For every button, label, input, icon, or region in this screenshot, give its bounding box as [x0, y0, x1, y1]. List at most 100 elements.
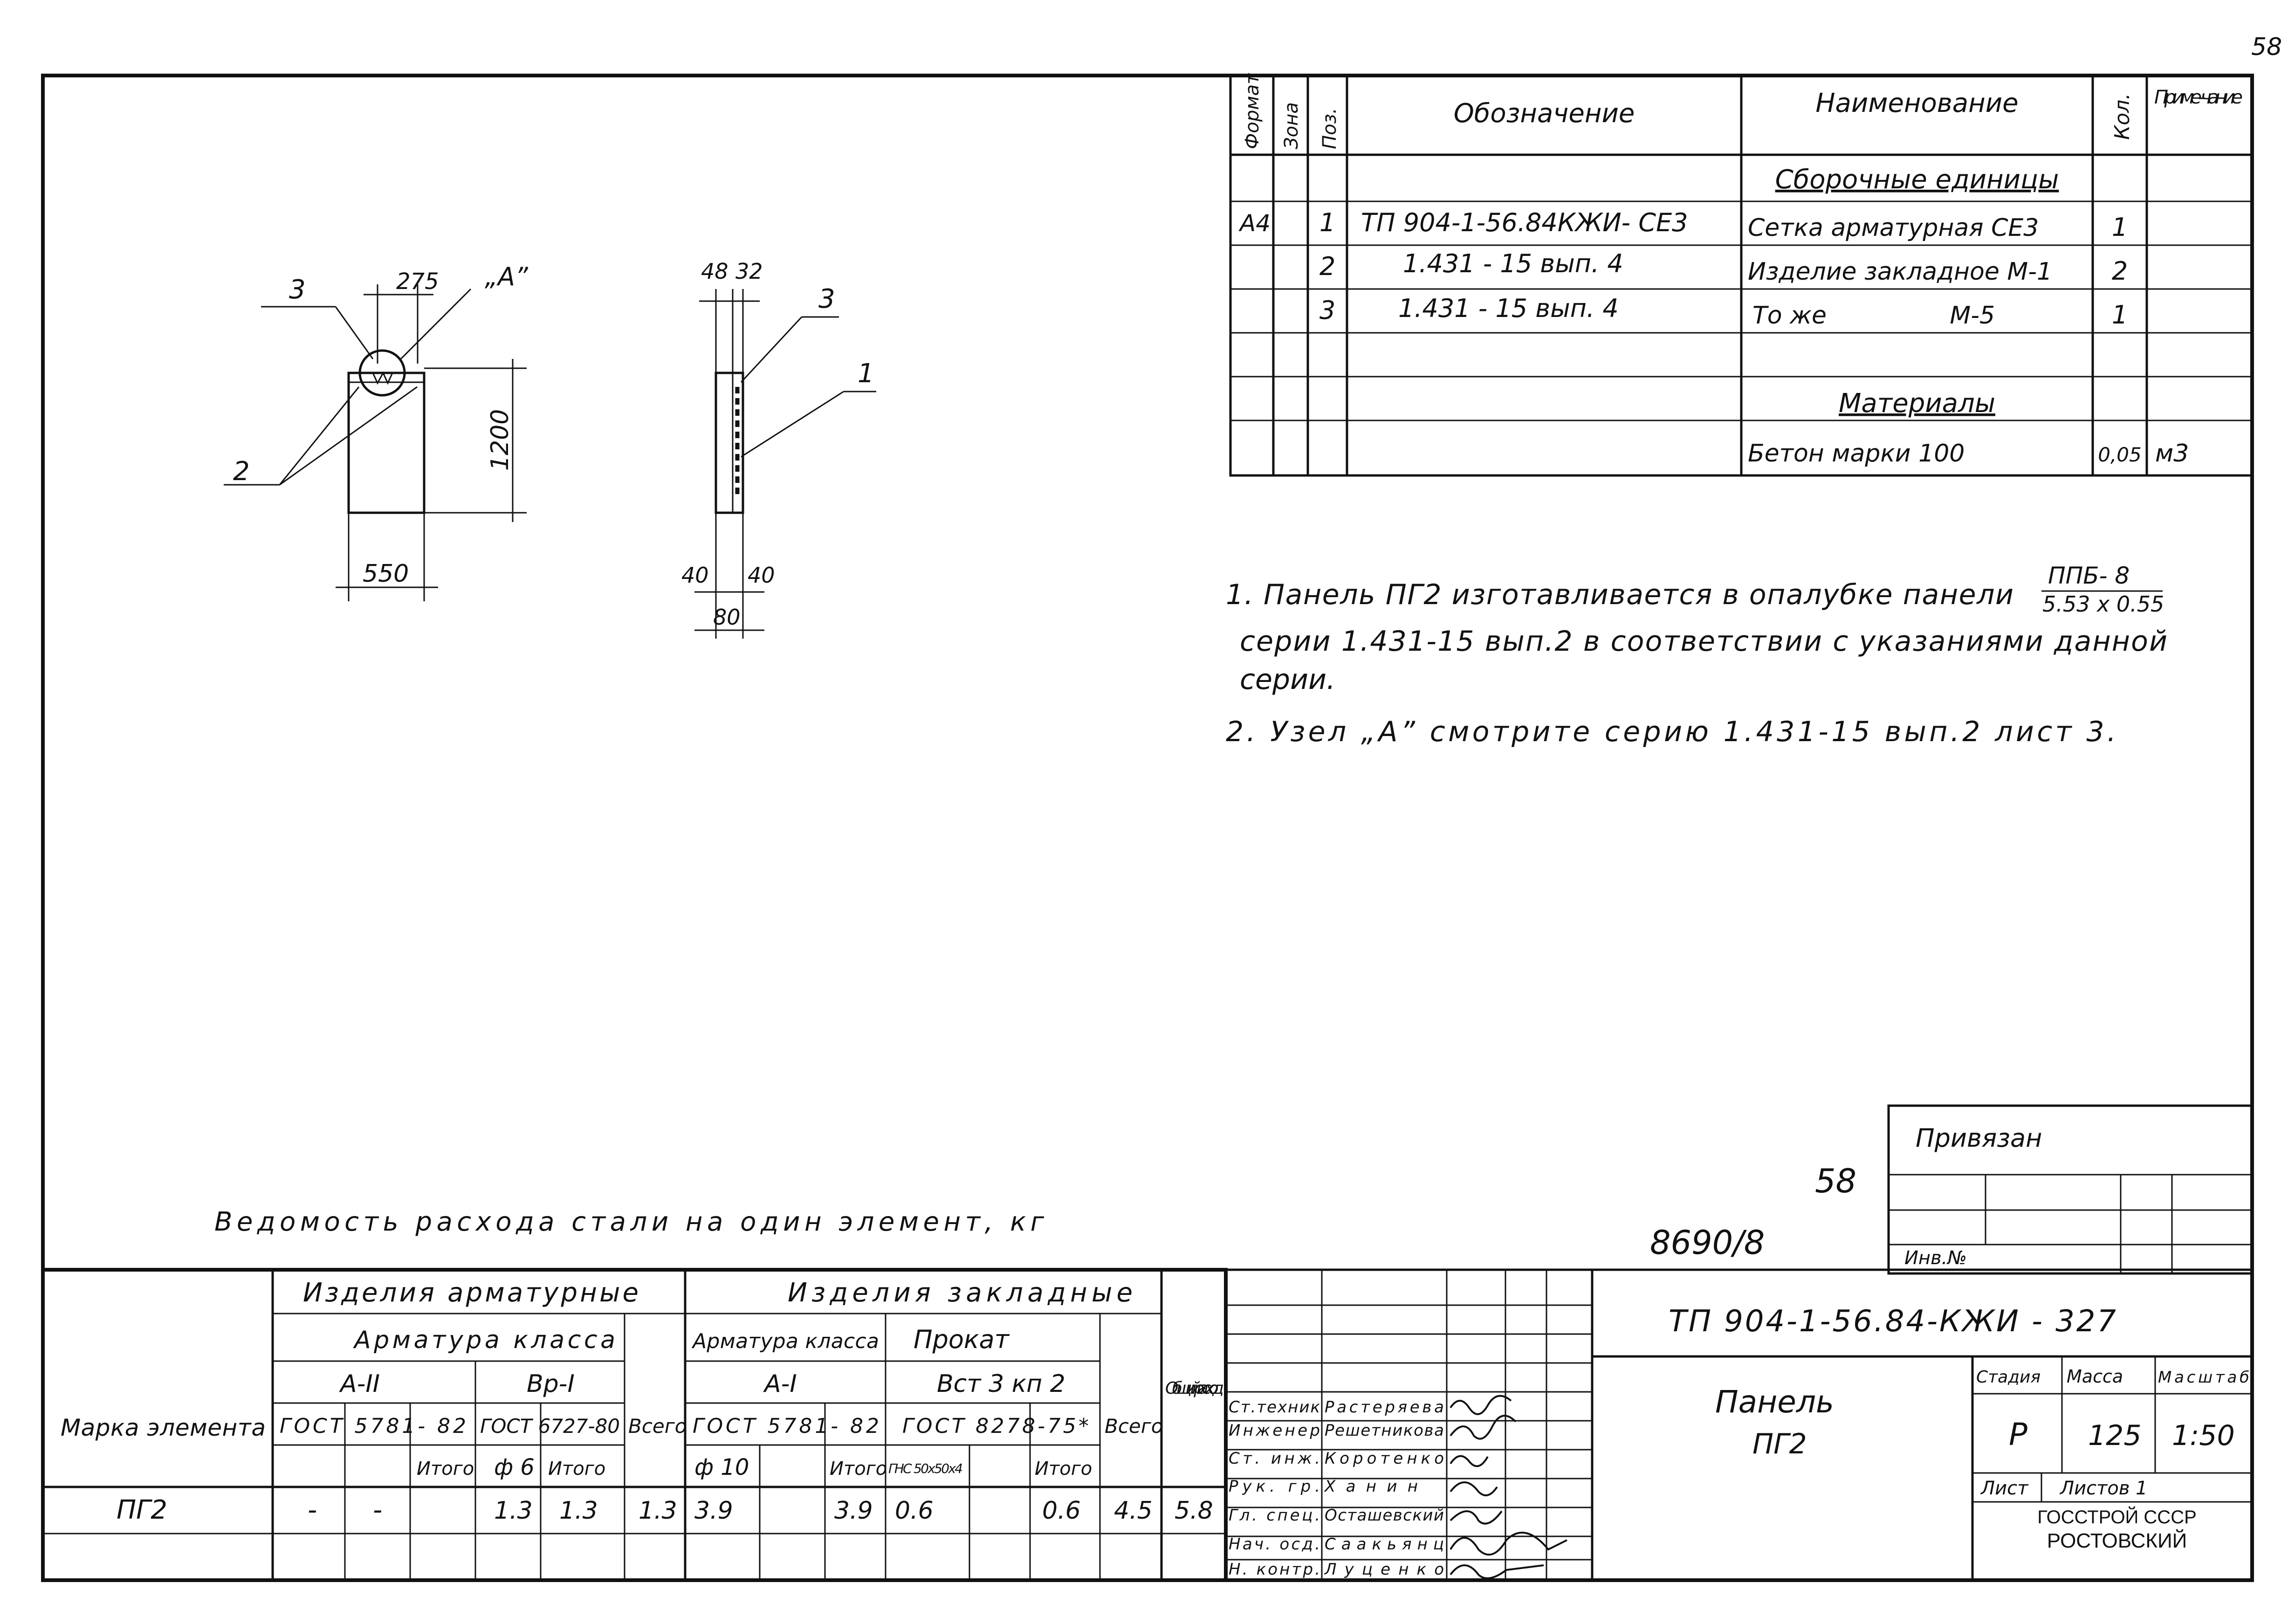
- header-note: Приме-чание: [2154, 87, 2243, 108]
- row1-format: А4: [1238, 210, 1271, 237]
- title-sheets-label: Листов 1: [2059, 1478, 2148, 1499]
- row1-pos: 1: [1319, 208, 1335, 237]
- sig-name-4: Ханин: [1324, 1477, 1418, 1496]
- stamp-58: 58: [1815, 1162, 1856, 1200]
- note-fraction-bottom: 5.53 x 0.55: [2042, 592, 2164, 617]
- steel-row-c10: 0.6: [895, 1497, 934, 1525]
- front-dim-1200: 1200: [486, 409, 514, 471]
- steel-gost8278: ГОСТ 8278-75*: [902, 1414, 1089, 1438]
- sig-role-1: Ст.техник: [1229, 1398, 1320, 1417]
- org-line-2: РОСТОВСКИЙ: [2047, 1528, 2187, 1552]
- steel-group-reinforcing: Изделия арматурные: [303, 1278, 639, 1308]
- steel-row-mark: ПГ2: [117, 1495, 167, 1525]
- page-number: 58: [2251, 33, 2282, 61]
- spec-table: Формат Зона Поз. Обозначение Наименовани…: [1229, 73, 2254, 477]
- steel-a2: А-II: [339, 1370, 380, 1398]
- steel-table: Марка элемента Изделия арматурные Армату…: [41, 1268, 1228, 1582]
- steel-group-embedded: Изделия закладные: [788, 1278, 1133, 1308]
- note-line-4: 2. Узел „А” смотрите серию 1.431-15 вып.…: [1226, 716, 2116, 748]
- steel-armatura-class-1: Арматура класса: [353, 1326, 615, 1354]
- steel-total-label: Общий расход: [1165, 1379, 1224, 1398]
- handwritten-signatures: [1450, 1395, 1567, 1579]
- org-line-1: ГОССТРОЙ СССР: [2037, 1506, 2197, 1528]
- steel-row-c12: 0.6: [1042, 1497, 1081, 1525]
- steel-row-c6: 1.3: [639, 1497, 677, 1525]
- sig-name-6: Саакьянц: [1325, 1535, 1444, 1554]
- steel-vsego-1: Всего: [628, 1415, 687, 1438]
- steel-gnc: ГНС 50х50х4: [888, 1461, 963, 1476]
- steel-itogo-1: Итого: [417, 1458, 474, 1479]
- general-notes: 1. Панель ПГ2 изготавливается в опалубке…: [1226, 562, 2167, 748]
- front-callout-2: 2: [233, 456, 250, 487]
- side-dim-48: 48: [701, 259, 728, 284]
- title-scale-label: Масштаб: [2158, 1368, 2249, 1387]
- row3-designation: 1.431 - 15 вып. 4: [1398, 294, 1619, 323]
- row1-name: Сетка арматурная СЕ3: [1748, 214, 2039, 242]
- sig-name-2: Решетникова: [1325, 1421, 1444, 1440]
- front-dim-550: 550: [363, 560, 409, 588]
- side-dim-80: 80: [713, 605, 741, 630]
- title-name-line-1: Панель: [1715, 1384, 1834, 1420]
- sig-role-4: Рук. гр.: [1229, 1477, 1320, 1496]
- title-block: ТП 904-1-56.84-КЖИ - 327 Панель ПГ2 Стад…: [1591, 1268, 2254, 1582]
- title-stage: Р: [2009, 1417, 2027, 1452]
- sig-role-6: Нач. осд.: [1229, 1535, 1320, 1554]
- sig-name-5: Осташевский: [1325, 1506, 1444, 1525]
- material-name: Бетон марки 100: [1748, 440, 1965, 468]
- material-unit: м3: [2155, 440, 2189, 468]
- row2-name: Изделие закладное М-1: [1748, 258, 2052, 286]
- section-materials: Материалы: [1839, 388, 1995, 419]
- front-callout-3: 3: [289, 275, 306, 305]
- steel-row-c13: 4.5: [1114, 1497, 1153, 1525]
- steel-itogo-4: Итого: [1035, 1458, 1092, 1479]
- front-view: 3 „А” 2 275 1200 550: [224, 262, 529, 601]
- title-name-line-2: ПГ2: [1752, 1428, 1807, 1460]
- front-node-a: „А”: [485, 262, 529, 291]
- signature-block: Ст.техник Растеряева Инженер Решетникова…: [1224, 1268, 1594, 1582]
- steel-row-c1: -: [308, 1495, 317, 1525]
- row1-qty: 1: [2112, 213, 2128, 242]
- row2-pos: 2: [1319, 252, 1335, 281]
- doc-code: ТП 904-1-56.84-КЖИ - 327: [1669, 1304, 2116, 1339]
- note-line-2: серии 1.431-15 вып.2 в соответствии с ук…: [1240, 625, 2167, 658]
- title-mass-label: Масса: [2067, 1366, 2123, 1387]
- sig-name-3: Коротенко: [1325, 1449, 1444, 1468]
- header-name: Наименование: [1815, 88, 2018, 118]
- steel-vst: Вст 3 кп 2: [937, 1370, 1065, 1398]
- header-qty: Кол.: [2110, 93, 2134, 140]
- steel-prokat: Прокат: [914, 1325, 1010, 1354]
- title-stage-label: Стадия: [1976, 1368, 2041, 1387]
- header-designation: Обозначение: [1454, 98, 1635, 129]
- binding-title: Привязан: [1916, 1123, 2042, 1153]
- sig-name-7: Луценко: [1324, 1560, 1444, 1579]
- binding-box: Привязан Инв.№: [1887, 1104, 2254, 1275]
- side-dim-40-left: 40: [681, 563, 709, 588]
- steel-row-c2: -: [373, 1495, 382, 1525]
- section-assembly-units: Сборочные единицы: [1775, 165, 2059, 195]
- steel-row-c4: 1.3: [494, 1497, 533, 1525]
- sig-name-1: Растеряева: [1325, 1398, 1444, 1417]
- header-zone: Зона: [1281, 102, 1302, 149]
- row3-pos: 3: [1319, 296, 1335, 325]
- steel-bp1: Вр-I: [527, 1370, 575, 1398]
- front-dim-275: 275: [396, 268, 439, 295]
- steel-itogo-3: Итого: [830, 1458, 887, 1479]
- note-line-3: серии.: [1240, 663, 1335, 696]
- title-mass: 125: [2088, 1419, 2142, 1452]
- sig-role-3: Ст. инж.: [1229, 1449, 1320, 1468]
- title-sheet-label: Лист: [1980, 1478, 2029, 1499]
- row2-qty: 2: [2112, 256, 2128, 286]
- steel-gost6727: ГОСТ 6727-80: [480, 1415, 620, 1438]
- header-pos: Поз.: [1319, 108, 1340, 149]
- side-view: 48 32 3 1 40 40 80: [681, 259, 876, 639]
- steel-row-c9: 3.9: [834, 1497, 873, 1525]
- header-format: Формат: [1242, 73, 1263, 149]
- note-line-1: 1. Панель ПГ2 изготавливается в опалубке…: [1226, 578, 2013, 611]
- title-scale: 1:50: [2172, 1419, 2235, 1452]
- steel-gost5781: ГОСТ 5781- 82: [280, 1414, 466, 1438]
- row3-qty: 1: [2112, 300, 2128, 330]
- binding-inv-label: Инв.№: [1904, 1247, 1967, 1269]
- steel-itogo-2: Итого: [548, 1458, 605, 1479]
- row2-designation: 1.431 - 15 вып. 4: [1403, 249, 1623, 278]
